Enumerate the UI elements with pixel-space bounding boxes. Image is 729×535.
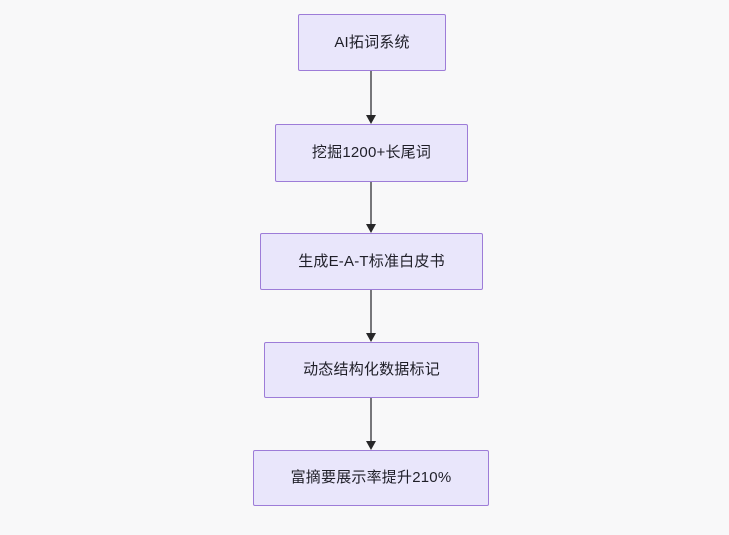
flow-node-label: 动态结构化数据标记 (303, 361, 440, 378)
arrowhead-icon (366, 115, 376, 124)
flow-node-ai-keyword-system[interactable]: AI拓词系统 (298, 14, 446, 71)
flow-node-label: 富摘要展示率提升210% (290, 469, 452, 486)
arrowhead-icon (366, 333, 376, 342)
flow-node-rich-snippet-rate-increase[interactable]: 富摘要展示率提升210% (253, 450, 489, 506)
flow-node-label: AI拓词系统 (334, 33, 410, 51)
flow-node-label: 挖掘1200+长尾词 (311, 144, 432, 161)
arrowhead-icon (366, 441, 376, 450)
flow-node-mine-longtail-keywords[interactable]: 挖掘1200+长尾词 (275, 124, 468, 182)
edge-line (370, 398, 372, 442)
arrowhead-icon (366, 224, 376, 233)
edge-line (370, 290, 372, 334)
flow-node-generate-eat-whitepaper[interactable]: 生成E-A-T标准白皮书 (260, 233, 483, 290)
flow-node-dynamic-structured-data-markup[interactable]: 动态结构化数据标记 (264, 342, 479, 398)
edge-line (370, 71, 372, 116)
edge-line (370, 182, 372, 225)
flow-node-label: 生成E-A-T标准白皮书 (298, 252, 445, 270)
